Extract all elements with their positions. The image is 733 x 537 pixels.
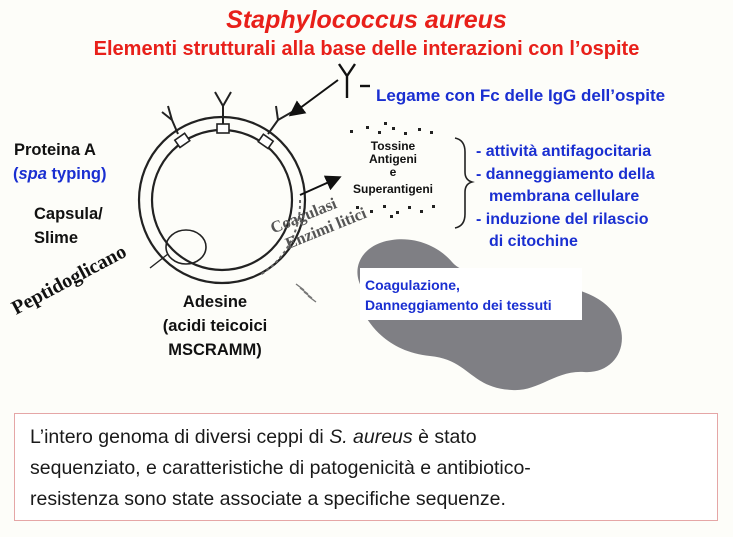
- igg-antibody-icons: [161, 91, 293, 135]
- slime-label: Slime: [34, 229, 79, 247]
- effect-item-2: - danneggiamento della: [476, 165, 655, 183]
- summary-line-1: L’intero genoma di diversi ceppi di S. a…: [30, 422, 710, 453]
- summary-text: L’intero genoma di diversi ceppi di S. a…: [30, 422, 710, 515]
- toxins-line-1: Tossine: [370, 139, 416, 153]
- toxins-arrow: [299, 175, 342, 196]
- effect-item-4: - induzione del rilascio: [476, 210, 649, 228]
- adhesins-line-3: MSCRAMM): [168, 341, 262, 359]
- effect-item-1: - attività antifagocitaria: [476, 143, 652, 160]
- tissue-damage-panel: [360, 268, 582, 320]
- tissue-effects-label: Coagulazione, Danneggiamento dei tessuti: [365, 275, 552, 315]
- igg-binding-label: Legame con Fc delle IgG dell’ospite: [376, 86, 666, 105]
- spa-typing-label: (spa typing): [13, 165, 107, 183]
- summary-box: [14, 413, 718, 521]
- protein-a-label: Proteina A: [14, 141, 96, 159]
- capsule-label: Capsula/: [34, 205, 103, 223]
- capsule-dotted-arc: [259, 199, 302, 276]
- tissue-line-2: Danneggiamento dei tessuti: [365, 297, 552, 313]
- toxins-line-3: e: [389, 165, 397, 179]
- summary-line-3: resistenza sono state associate a specif…: [30, 488, 506, 510]
- slide-subtitle: Elementi strutturali alla base delle int…: [93, 38, 640, 60]
- peptidoglycan-pointer: [149, 253, 169, 269]
- toxins-line-2: Antigeni: [369, 152, 417, 166]
- effect-item-5: di citochine: [489, 233, 578, 250]
- summary-line-2: sequenziato, e caratteristiche di patoge…: [30, 457, 531, 479]
- summary-line-1-start: L’intero genoma di diversi ceppi di: [30, 426, 330, 448]
- peptidoglycan-highlight: [165, 229, 207, 265]
- tissue-line-1: Coagulazione,: [365, 277, 460, 293]
- slide-title: Staphylococcus aureus: [226, 6, 507, 34]
- summary-species: S. aureus: [329, 426, 413, 448]
- toxins-label: Tossine Antigeni e Superantigeni: [338, 140, 448, 196]
- adhesins-line-1: Adesine: [182, 293, 248, 311]
- summary-line-1-end: è stato: [412, 426, 477, 448]
- enzyme-marks: [295, 283, 317, 303]
- adhesins-label: Adesine (acidi teicoici MSCRAMM): [150, 290, 280, 362]
- effect-item-3: membrana cellulare: [489, 188, 640, 205]
- igg-binding-arrow: [288, 79, 339, 117]
- toxins-line-4: Superantigeni: [352, 182, 433, 196]
- effects-brace: [454, 137, 475, 229]
- protein-a-anchors: [173, 123, 275, 150]
- free-igg-icon: [338, 63, 370, 98]
- toxin-particles: [350, 122, 435, 218]
- effects-list: - attività antifagocitaria - danneggiame…: [476, 141, 655, 254]
- adhesins-line-2: (acidi teicoici: [162, 317, 268, 335]
